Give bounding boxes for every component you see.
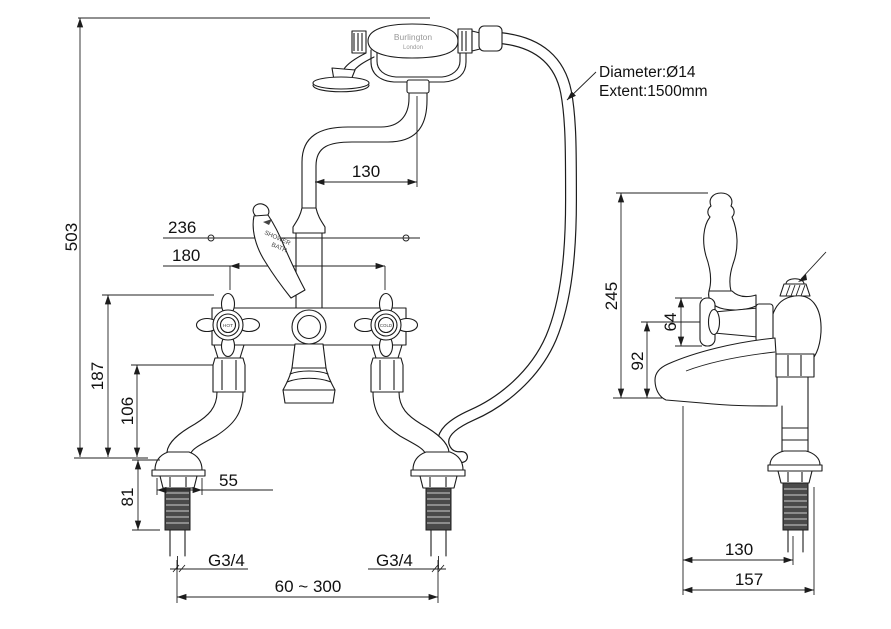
- sprayer-face: [312, 76, 370, 90]
- thread-stripes: [784, 488, 807, 526]
- side-view-dimensions: 245 64 92 130 157: [602, 192, 815, 595]
- tail-pipe: [430, 529, 447, 557]
- side-spout: [654, 337, 778, 407]
- right-leg: [372, 391, 450, 454]
- side-threaded-tail: [782, 482, 809, 553]
- left-backnut: [159, 475, 198, 489]
- thread-block: [164, 487, 191, 531]
- side-handle-hub: [707, 308, 721, 336]
- sprayer-rim: [312, 84, 370, 93]
- handset-brand-line2: London: [403, 45, 423, 51]
- direction-arrow-line: [800, 251, 827, 280]
- hose-body: [438, 33, 576, 462]
- handset-ring-left: [351, 30, 367, 54]
- thread-leader-right: [368, 564, 446, 573]
- dim-81: 81: [118, 488, 137, 507]
- note-extent: Extent:1500mm: [599, 83, 708, 100]
- note-diameter: Diameter:Ø14: [599, 64, 696, 81]
- inlet-legs: [151, 391, 466, 569]
- right-threaded-tail: [425, 487, 452, 569]
- right-flange-bell: [412, 451, 464, 471]
- left-flange-plate: [151, 469, 206, 477]
- dim-245: 245: [602, 282, 621, 310]
- diverter-hatch: [785, 284, 806, 297]
- tail-pipe: [169, 529, 186, 557]
- dim-187: 187: [88, 362, 107, 390]
- cold-index-label: COLD: [380, 323, 392, 328]
- diverter-lever-front: SHOWER BATH: [252, 203, 306, 299]
- front-view-dimensions: 503 187 106 81 55 G3/4 G3/4 60 ~ 300 130…: [62, 162, 446, 603]
- dim-106: 106: [118, 397, 137, 425]
- dim-236: 236: [168, 218, 196, 237]
- index-disc: [377, 316, 395, 334]
- hex-nut-right: [370, 357, 404, 393]
- side-flange-plate: [767, 464, 823, 472]
- front-view-dimensions-back: [74, 17, 430, 459]
- spout-bands: [286, 370, 332, 383]
- riser-pipe-inner: [315, 91, 428, 211]
- side-lever-foot: [708, 290, 757, 311]
- dim-92: 92: [628, 352, 647, 371]
- lever-blade: [252, 214, 306, 299]
- thread-label-left: G3/4: [208, 551, 245, 570]
- right-flange-plate: [410, 469, 466, 477]
- handset-brand-line1: Burlington: [394, 32, 433, 42]
- hose-note: Diameter:Ø14 Extent:1500mm: [566, 64, 708, 101]
- handle-cold: COLD: [353, 292, 419, 358]
- dim-130-top: 130: [352, 162, 380, 181]
- left-leg-inner: [190, 391, 244, 454]
- side-hex-nut: [775, 353, 815, 378]
- side-flange-bell: [769, 450, 821, 466]
- left-flange-bell: [154, 451, 203, 471]
- dim-180: 180: [172, 246, 200, 265]
- lever-arrow-mark: [263, 219, 272, 225]
- thread-stripes: [427, 492, 450, 524]
- right-backnut: [419, 475, 458, 489]
- side-lever: [703, 192, 738, 292]
- riser-flare: [292, 207, 326, 234]
- spout-neck: [291, 343, 327, 369]
- cradle-stem: [406, 79, 430, 94]
- cradle-inner: [376, 49, 461, 78]
- left-threaded-tail: [164, 487, 191, 569]
- side-column: [781, 363, 809, 453]
- dim-157: 157: [735, 570, 763, 589]
- dim-drops-180: [229, 266, 386, 290]
- direction-arrow-head: [798, 274, 807, 282]
- handle-hot: HOT: [195, 292, 261, 358]
- spindle-collar: [755, 303, 774, 343]
- hose-nut: [478, 25, 503, 52]
- tail-pipe: [787, 529, 804, 553]
- thread-leader-left: [170, 564, 248, 573]
- hex-nut-left: [212, 357, 246, 393]
- dim-130-side: 130: [725, 540, 753, 559]
- handset-ring-right: [457, 28, 473, 54]
- note-leader: [566, 71, 597, 101]
- thread-block: [425, 487, 452, 531]
- mixer-body-front: [211, 207, 407, 404]
- spout-outlet: [282, 389, 336, 404]
- side-backnut: [777, 470, 813, 484]
- shower-hose: [437, 32, 578, 464]
- side-spindle: [713, 307, 759, 338]
- dim-origin-marker: [402, 234, 410, 242]
- handset-assembly: Burlington London: [301, 23, 503, 211]
- left-leg-outer: [166, 391, 218, 453]
- hot-index-label: HOT: [223, 323, 233, 329]
- dim-55: 55: [219, 471, 238, 490]
- dim-origin-marker: [207, 234, 215, 242]
- dim-503: 503: [62, 223, 81, 251]
- centre-column: [295, 232, 323, 309]
- side-view-fixture: [654, 192, 827, 553]
- riser-pipe-outer: [301, 91, 410, 211]
- side-spout-detail: [685, 351, 776, 372]
- dim-centres: 60 ~ 300: [275, 577, 342, 596]
- centre-ring-inner: [296, 314, 322, 340]
- dim-64: 64: [661, 313, 680, 332]
- thread-label-right: G3/4: [376, 551, 413, 570]
- index-disc: [219, 316, 237, 334]
